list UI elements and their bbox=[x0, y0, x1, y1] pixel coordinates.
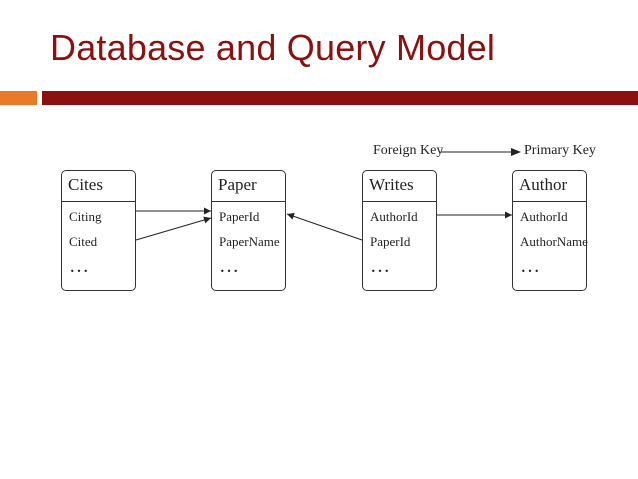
table-paper-title: Paper bbox=[218, 175, 257, 194]
table-paper: Paper PaperId PaperName … bbox=[211, 170, 286, 291]
table-cites-more: … bbox=[69, 255, 89, 277]
table-author-field-authorname: AuthorName bbox=[520, 234, 588, 249]
table-author-more: … bbox=[520, 255, 540, 277]
legend-arrow-icon bbox=[441, 148, 521, 156]
legend-primary-key-label: Primary Key bbox=[524, 143, 596, 158]
table-paper-divider bbox=[212, 201, 285, 202]
table-cites-title: Cites bbox=[68, 175, 103, 194]
arrow-cites-cited-to-paper-paperid bbox=[135, 216, 212, 241]
title-accent-bar bbox=[0, 91, 37, 105]
legend-foreign-key-label: Foreign Key bbox=[373, 143, 444, 158]
title-underline-bar bbox=[42, 91, 638, 105]
table-cites-divider bbox=[62, 201, 135, 202]
slide-title: Database and Query Model bbox=[50, 27, 496, 68]
table-author-title: Author bbox=[519, 175, 568, 194]
table-writes-more: … bbox=[370, 255, 390, 277]
table-writes-title: Writes bbox=[369, 175, 414, 194]
table-writes-field-paperid: PaperId bbox=[370, 234, 411, 249]
table-author-divider bbox=[513, 201, 586, 202]
table-paper-field-paperid: PaperId bbox=[219, 209, 260, 224]
arrow-writes-paperid-to-paper-paperid bbox=[286, 212, 363, 241]
table-paper-field-papername: PaperName bbox=[219, 234, 280, 249]
table-writes: Writes AuthorId PaperId … bbox=[362, 170, 437, 291]
table-cites-field-cited: Cited bbox=[69, 234, 98, 249]
table-author: Author AuthorId AuthorName … bbox=[512, 170, 588, 291]
table-writes-divider bbox=[363, 201, 436, 202]
table-paper-more: … bbox=[219, 255, 239, 277]
table-cites: Cites Citing Cited … bbox=[61, 170, 136, 291]
table-writes-field-authorid: AuthorId bbox=[370, 209, 418, 224]
table-author-field-authorid: AuthorId bbox=[520, 209, 568, 224]
table-cites-field-citing: Citing bbox=[69, 209, 102, 224]
